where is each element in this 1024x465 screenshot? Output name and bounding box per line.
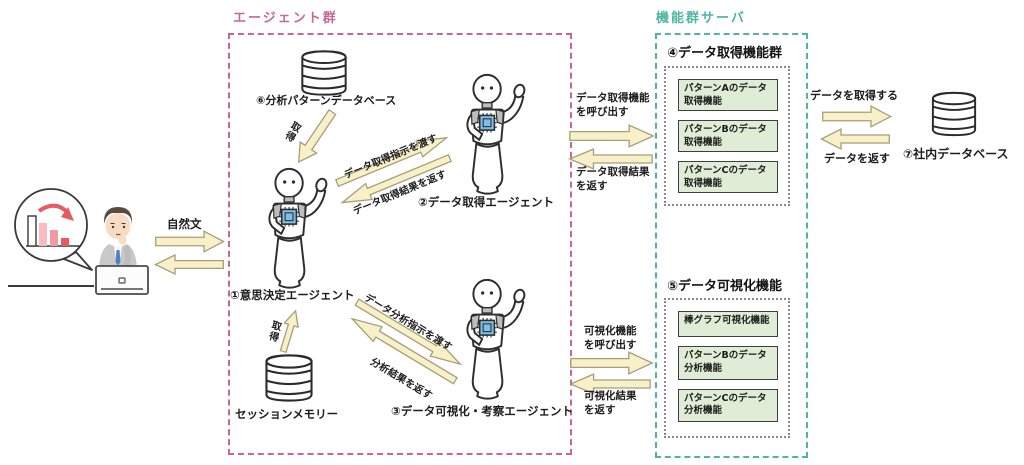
fetch-data-label: データを取得する bbox=[810, 89, 898, 102]
function-box: パターンBのデータ取得機能 bbox=[678, 120, 778, 152]
corporate-database-label: ⑦社内データベース bbox=[903, 147, 1009, 161]
return-analysis-result-arrow bbox=[345, 309, 461, 389]
return-data-label: データを返す bbox=[824, 152, 890, 165]
viz-function-group-title: ⑤データ可視化機能 bbox=[667, 279, 783, 294]
corporate-database-icon bbox=[931, 91, 977, 137]
call-viz-function-arrow bbox=[570, 351, 654, 375]
fetch-data-arrow bbox=[822, 105, 892, 128]
declining-bar-chart-icon bbox=[26, 203, 80, 247]
analysis-pattern-database-label: ⑥分析パターンデータベース bbox=[256, 94, 397, 107]
analysis-pattern-database-icon bbox=[301, 50, 347, 96]
function-box: 棒グラフ可視化機能 bbox=[678, 311, 778, 337]
viz-consideration-agent-robot bbox=[466, 278, 526, 400]
laptop-icon bbox=[95, 265, 149, 295]
viz-consideration-agent-label: ③データ可視化・考察エージェント bbox=[391, 404, 574, 418]
server-frame-title: 機能群サーバ bbox=[656, 11, 746, 26]
decision-agent-robot bbox=[268, 167, 328, 289]
decision-agent-label: ①意思決定エージェント bbox=[230, 288, 355, 302]
session-memory-label: セッションメモリー bbox=[235, 407, 339, 421]
agent-group-title: エージェント群 bbox=[233, 11, 338, 26]
natural-language-label: 自然文 bbox=[167, 217, 202, 231]
function-box: パターンCのデータ分析機能 bbox=[678, 388, 778, 423]
return-data-result-arrow-server bbox=[568, 148, 653, 170]
data-acquisition-agent-label: ②データ取得エージェント bbox=[418, 195, 555, 209]
return-viz-result-arrow bbox=[569, 373, 651, 395]
acquire-pattern-arrow bbox=[289, 105, 342, 169]
call-data-function-label: データ取得機能を呼び出す bbox=[576, 92, 650, 118]
server-frame bbox=[655, 33, 808, 458]
natural-language-arrow-left bbox=[154, 254, 224, 275]
return-data-result-label-server: データ取得結果を返す bbox=[576, 166, 650, 192]
person-figure bbox=[99, 207, 137, 272]
function-box: パターンBのデータ分析機能 bbox=[678, 346, 778, 380]
chip-icon bbox=[477, 112, 497, 133]
pass-analysis-instruction-arrow bbox=[351, 293, 467, 373]
return-data-arrow bbox=[820, 128, 890, 150]
speech-bubble bbox=[14, 188, 88, 262]
pass-data-instruction-arrow bbox=[332, 128, 452, 192]
chip-icon bbox=[279, 206, 299, 227]
call-data-function-arrow bbox=[569, 124, 655, 148]
person-at-laptop-illustration bbox=[8, 188, 149, 295]
natural-language-arrow-right bbox=[155, 230, 225, 253]
data-function-group-title: ④データ取得機能群 bbox=[667, 46, 783, 61]
viz-function-group-box: 棒グラフ可視化機能 パターンBのデータ分析機能 パターンCのデータ分析機能 bbox=[664, 298, 790, 438]
call-viz-function-label: 可視化機能を呼び出す bbox=[584, 325, 637, 351]
function-box: パターンAのデータ取得機能 bbox=[678, 79, 778, 111]
session-memory-database-icon bbox=[265, 354, 313, 402]
agent-group-frame bbox=[228, 33, 572, 455]
chip-icon bbox=[477, 317, 497, 338]
function-box: パターンCのデータ取得機能 bbox=[678, 161, 778, 193]
data-function-group-box: パターンAのデータ取得機能 パターンBのデータ取得機能 パターンCのデータ取得機… bbox=[664, 66, 790, 206]
acquire-session-arrow bbox=[275, 308, 303, 355]
return-viz-result-label: 可視化結果を返す bbox=[584, 390, 637, 416]
return-data-result-arrow bbox=[336, 149, 454, 212]
data-acquisition-agent-robot bbox=[466, 73, 526, 195]
